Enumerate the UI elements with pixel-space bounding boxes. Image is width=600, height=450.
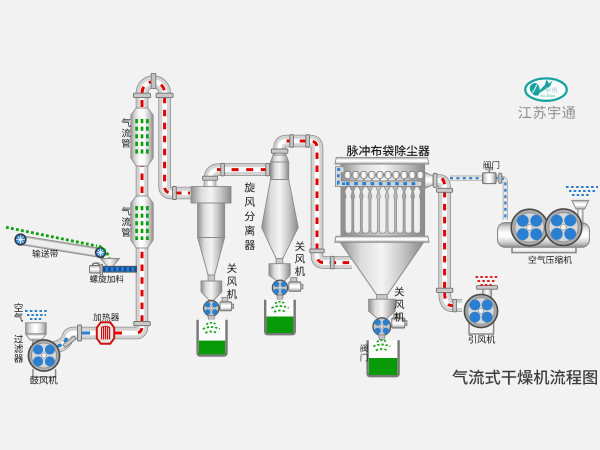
svg-text:Yu Zhou: Yu Zhou [540, 93, 555, 98]
